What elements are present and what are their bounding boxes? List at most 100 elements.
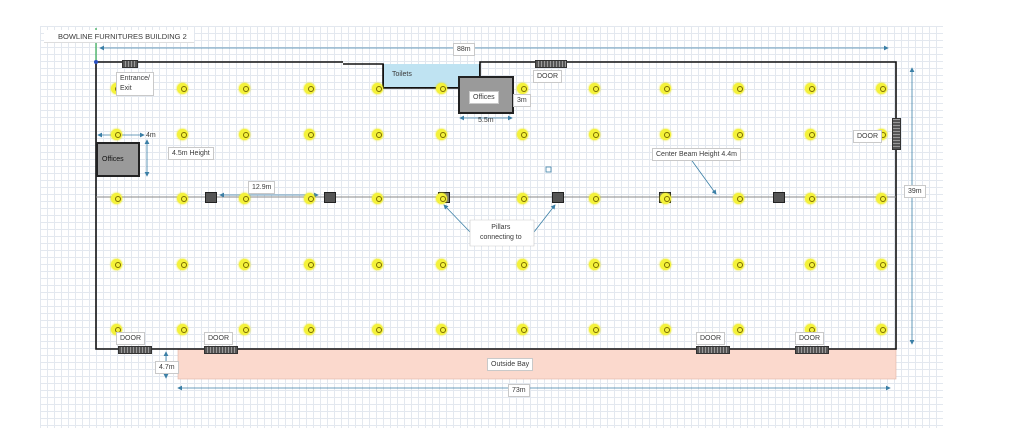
- ceiling-light: [304, 83, 315, 94]
- ceiling-light: [177, 324, 188, 335]
- ceiling-light: [239, 193, 250, 204]
- ceiling-light: [876, 324, 887, 335]
- label-73m: 73m: [508, 384, 530, 397]
- ceiling-light: [733, 193, 744, 204]
- plan-title: BOWLINE FURNITURES BUILDING 2: [58, 32, 187, 41]
- ceiling-light: [372, 324, 383, 335]
- ceiling-light: [436, 193, 447, 204]
- ceiling-light: [239, 259, 250, 270]
- ceiling-light: [436, 129, 447, 140]
- ceiling-light: [517, 193, 528, 204]
- label-beam: Center Beam Height 4.4m: [652, 148, 741, 161]
- title-strip: [44, 30, 194, 43]
- label-4m: 4m: [146, 132, 156, 139]
- ceiling-light: [517, 83, 528, 94]
- label-door-bottom-4: DOOR: [795, 332, 824, 345]
- pillar: [552, 192, 564, 203]
- label-39m: 39m: [904, 185, 926, 198]
- ceiling-light: [589, 324, 600, 335]
- ceiling-light: [239, 129, 250, 140]
- ceiling-light: [660, 83, 671, 94]
- ceiling-light: [177, 193, 188, 204]
- door-bottom-4: [795, 346, 829, 354]
- ceiling-light: [876, 259, 887, 270]
- label-outside-bay: Outside Bay: [487, 358, 534, 371]
- ceiling-light: [436, 259, 447, 270]
- label-45m-height: 4.5m Height: [168, 147, 214, 160]
- door-bottom-3: [696, 346, 730, 354]
- ceiling-light: [177, 83, 188, 94]
- label-pillars: Pillars connecting to: [480, 224, 522, 241]
- ceiling-light: [660, 259, 671, 270]
- ceiling-light: [517, 129, 528, 140]
- origin-dot: [94, 60, 98, 64]
- ceiling-light: [304, 259, 315, 270]
- pillars-callout-arrow-right: [533, 204, 556, 233]
- ceiling-light: [304, 193, 315, 204]
- ceiling-light: [304, 324, 315, 335]
- ceiling-light: [372, 83, 383, 94]
- label-offices-left: Offices: [98, 153, 128, 166]
- ceiling-light: [517, 324, 528, 335]
- ceiling-light: [733, 83, 744, 94]
- ceiling-light: [304, 129, 315, 140]
- label-door-bottom-2: DOOR: [204, 332, 233, 345]
- label-55m: 5.5m: [478, 117, 494, 124]
- ceiling-light: [111, 129, 122, 140]
- label-door-bottom-3: DOOR: [696, 332, 725, 345]
- ceiling-light: [239, 83, 250, 94]
- pillars-callout-box: [469, 219, 535, 247]
- center-marker: [545, 166, 552, 173]
- ceiling-light: [805, 129, 816, 140]
- ceiling-light: [876, 83, 887, 94]
- door-top: [535, 60, 567, 68]
- ceiling-light: [589, 83, 600, 94]
- ceiling-light: [589, 193, 600, 204]
- ceiling-light: [177, 259, 188, 270]
- ceiling-light: [436, 83, 447, 94]
- ceiling-light: [239, 324, 250, 335]
- label-129m: 12.9m: [248, 181, 276, 194]
- door-right: [892, 118, 901, 150]
- pillar: [773, 192, 785, 203]
- label-toilets: Toilets: [392, 71, 412, 78]
- ceiling-light: [805, 259, 816, 270]
- ceiling-light: [733, 259, 744, 270]
- label-entrance: Entrance/ Exit: [116, 72, 154, 96]
- ceiling-light: [660, 193, 671, 204]
- pillar: [324, 192, 336, 203]
- ceiling-light: [805, 83, 816, 94]
- ceiling-light: [177, 129, 188, 140]
- ceiling-light: [372, 129, 383, 140]
- entrance-door: [122, 60, 138, 68]
- ceiling-light: [436, 324, 447, 335]
- ceiling-light: [805, 193, 816, 204]
- ceiling-light: [733, 324, 744, 335]
- ceiling-light: [876, 193, 887, 204]
- ceiling-light: [660, 324, 671, 335]
- outside-bay-area: [177, 348, 897, 380]
- label-3m: 3m: [513, 94, 531, 107]
- label-door-bottom-1: DOOR: [116, 332, 145, 345]
- ceiling-light: [111, 259, 122, 270]
- ceiling-light: [733, 129, 744, 140]
- pillars-callout-arrow-left: [443, 204, 471, 233]
- ceiling-light: [111, 193, 122, 204]
- ceiling-light: [589, 129, 600, 140]
- pillar: [205, 192, 217, 203]
- beam-callout-arrow: [689, 157, 717, 195]
- label-door-top: DOOR: [533, 70, 562, 83]
- ceiling-light: [589, 259, 600, 270]
- ceiling-light: [517, 259, 528, 270]
- label-door-right: DOOR: [853, 130, 882, 143]
- door-bottom-1: [118, 346, 152, 354]
- door-bottom-2: [204, 346, 238, 354]
- label-88m: 88m: [453, 43, 475, 56]
- ceiling-light: [372, 259, 383, 270]
- ceiling-light: [372, 193, 383, 204]
- ceiling-light: [660, 129, 671, 140]
- label-47m: 4.7m: [155, 361, 179, 374]
- label-offices-top: Offices: [469, 91, 499, 104]
